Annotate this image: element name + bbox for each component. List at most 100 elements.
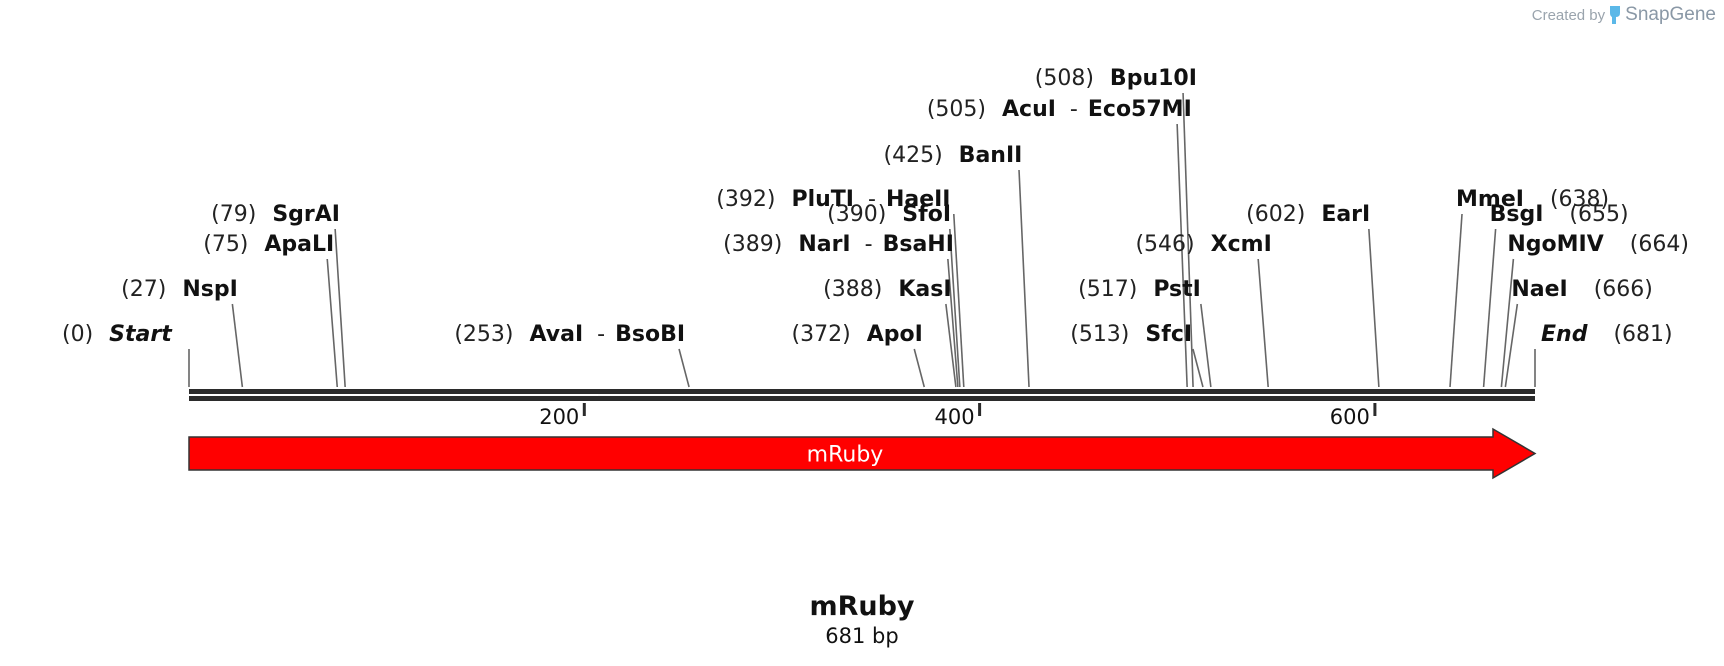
site-position: (655)	[1569, 202, 1628, 227]
site-enzyme-name: BsoBI	[615, 322, 685, 347]
site-label[interactable]: MmeI(638)	[1456, 187, 1609, 212]
site-position: (372)	[792, 322, 851, 347]
site-enzyme-name: KasI	[898, 277, 951, 302]
site-position: (546)	[1135, 232, 1194, 257]
site-banii[interactable]: (425)BanII	[884, 143, 1023, 168]
site-connector	[1482, 228, 1497, 388]
site-psti[interactable]: (517) PstI	[1078, 277, 1201, 302]
site-sfoi[interactable]: (390)SfoI	[827, 202, 951, 227]
site-label[interactable]: (390)SfoI	[827, 202, 951, 227]
site-mmei[interactable]: MmeI(638)	[1456, 187, 1609, 212]
site-position: (602)	[1246, 202, 1305, 227]
site-enzyme-name: PstI	[1153, 277, 1201, 302]
ruler-tick	[582, 403, 586, 416]
site-start[interactable]: (0)Start	[62, 322, 173, 347]
site-apoi[interactable]: (372)ApoI	[792, 322, 923, 347]
backbone-top-strand	[189, 389, 1535, 394]
feature-label: mRuby	[807, 443, 884, 468]
site-acui[interactable]: (505)AcuI-Eco57MI	[927, 97, 1192, 122]
site-label[interactable]: (517) PstI	[1078, 277, 1201, 302]
feature-mruby[interactable]: mRuby	[188, 427, 1537, 480]
site-position: (508)	[1035, 66, 1094, 91]
site-position: (75)	[203, 232, 248, 257]
site-avai[interactable]: (253)AvaI-BsoBI	[454, 322, 685, 347]
site-label[interactable]: (388) KasI	[823, 277, 951, 302]
site-label[interactable]: (546) XcmI	[1135, 232, 1271, 257]
site-enzyme-name: NaeI	[1511, 277, 1567, 302]
site-label[interactable]: (505)AcuI-Eco57MI	[927, 97, 1192, 122]
site-position: (517)	[1078, 277, 1137, 302]
site-enzyme-name: BsaHI	[883, 232, 954, 257]
site-connector	[947, 258, 959, 388]
site-connector	[1182, 92, 1194, 388]
site-label[interactable]: (75) ApaLI	[203, 232, 334, 257]
site-lines	[188, 92, 1536, 388]
site-position: (253)	[454, 322, 513, 347]
site-bpu10i[interactable]: (508) Bpu10I	[1035, 66, 1197, 91]
site-connector	[949, 228, 961, 388]
site-apali[interactable]: (75) ApaLI	[203, 232, 334, 257]
ruler-tick-label: 600	[1330, 405, 1370, 429]
site-position: (392)	[716, 187, 775, 212]
ruler-tick	[978, 403, 982, 416]
site-label[interactable]: (508) Bpu10I	[1035, 66, 1197, 91]
credit-brand: SnapGene	[1625, 4, 1716, 25]
site-label[interactable]: (392)PluTI-HaeII	[716, 187, 950, 212]
site-connector	[231, 303, 244, 388]
site-label[interactable]: (79)SgrAI	[211, 202, 340, 227]
site-label[interactable]: (425)BanII	[884, 143, 1023, 168]
site-connector	[945, 303, 957, 388]
site-pluti[interactable]: (392)PluTI-HaeII	[716, 187, 950, 212]
site-connector	[1257, 258, 1269, 388]
site-sgrai[interactable]: (79)SgrAI	[211, 202, 340, 227]
feature-arrow[interactable]	[188, 427, 1537, 480]
snapgene-credit: Created by SnapGene	[1532, 4, 1716, 26]
site-eari[interactable]: (602) EarI	[1246, 202, 1370, 227]
site-position: (664)	[1630, 232, 1689, 257]
site-label[interactable]: (27)NspI	[121, 277, 238, 302]
site-xcmi[interactable]: (546) XcmI	[1135, 232, 1271, 257]
site-connector	[1176, 123, 1188, 388]
site-name-separator: -	[865, 232, 873, 257]
site-sfci[interactable]: (513)SfcI	[1070, 322, 1192, 347]
site-label[interactable]: (253)AvaI-BsoBI	[454, 322, 685, 347]
ruler-tick	[1373, 403, 1377, 416]
ruler-tick-label: 400	[935, 405, 975, 429]
site-label[interactable]: NaeI(666)	[1511, 277, 1653, 302]
site-position: (681)	[1613, 322, 1672, 347]
site-label[interactable]: BsgI(655)	[1490, 202, 1629, 227]
site-enzyme-name: Eco57MI	[1088, 97, 1192, 122]
site-enzyme-name: XcmI	[1211, 232, 1272, 257]
site-label[interactable]: End(681)	[1541, 322, 1673, 347]
site-label[interactable]: (389) NarI-BsaHI	[723, 232, 954, 257]
site-ngomiv[interactable]: NgoMIV (664)	[1507, 232, 1689, 257]
site-end[interactable]: End(681)	[1541, 322, 1673, 347]
site-bsgi[interactable]: BsgI(655)	[1490, 202, 1629, 227]
site-naei[interactable]: NaeI(666)	[1511, 277, 1653, 302]
site-connector	[334, 228, 346, 388]
site-enzyme-name: Bpu10I	[1110, 66, 1197, 91]
site-label[interactable]: (602) EarI	[1246, 202, 1370, 227]
site-enzyme-name: AvaI	[530, 322, 584, 347]
site-position: (638)	[1550, 187, 1609, 212]
site-enzyme-name: NarI	[798, 232, 850, 257]
site-position: (389)	[723, 232, 782, 257]
site-label[interactable]: (372)ApoI	[792, 322, 923, 347]
site-connector	[1192, 348, 1204, 388]
site-name-separator: -	[868, 187, 876, 212]
site-label[interactable]: NgoMIV (664)	[1507, 232, 1689, 257]
site-position: (388)	[823, 277, 882, 302]
site-enzyme-name: ApaLI	[264, 232, 334, 257]
site-label[interactable]: (0)Start	[62, 322, 173, 347]
site-position: (390)	[827, 202, 886, 227]
site-nspi[interactable]: (27)NspI	[121, 277, 238, 302]
site-label[interactable]: (513)SfcI	[1070, 322, 1192, 347]
site-nari[interactable]: (389) NarI-BsaHI	[723, 232, 954, 257]
site-connector	[1368, 228, 1380, 388]
site-enzyme-name: NgoMIV	[1507, 232, 1603, 257]
credit-prefix: Created by	[1531, 6, 1606, 24]
site-kasi[interactable]: (388) KasI	[823, 277, 951, 302]
site-connector	[326, 258, 339, 388]
site-enzyme-name: EarI	[1321, 202, 1370, 227]
